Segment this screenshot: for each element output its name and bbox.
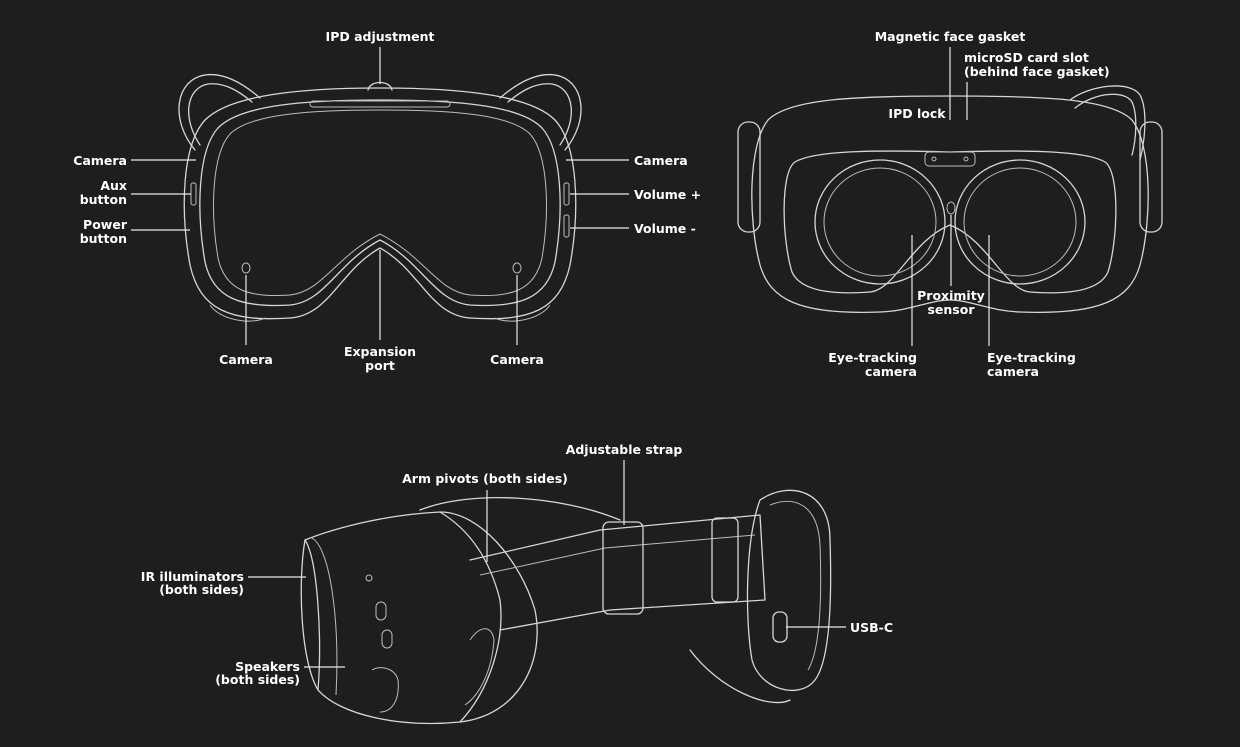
label-camera-right-side: Camera [634,153,688,168]
label-line: Eye-tracking [987,350,1076,365]
label-line: button [80,231,127,246]
back-view-drawing [737,85,1163,314]
label-microsd-slot: microSD card slot(behind face gasket) [964,50,1110,79]
label-line: sensor [927,302,975,317]
label-line: Expansion [344,344,416,359]
label-line: Power [83,217,128,232]
front-view-drawing [178,73,582,322]
label-line: (both sides) [159,582,244,597]
label-ir-illuminators: IR illuminators(both sides) [141,569,244,597]
label-line: Eye-tracking [828,350,917,365]
front-view-leaders [131,47,629,345]
label-ipd-adjustment: IPD adjustment [326,29,435,44]
label-speakers: Speakers(both sides) [215,659,300,687]
label-usb-c: USB-C [850,620,893,635]
side-view-drawing [300,489,832,725]
label-adjustable-strap: Adjustable strap [566,442,683,457]
label-camera-bottom-left: Camera [219,352,273,367]
label-line: camera [865,364,917,379]
label-line: (both sides) [215,672,300,687]
label-camera-bottom-right: Camera [490,352,544,367]
label-volume-up: Volume + [634,187,701,202]
label-line: port [365,358,395,373]
back-view-leaders [911,47,990,346]
label-line: button [80,192,127,207]
label-line: IR illuminators [141,569,244,584]
label-magnetic-face-gasket: Magnetic face gasket [875,29,1026,44]
label-ipd-lock: IPD lock [888,106,946,121]
label-line: Proximity [917,288,985,303]
label-line: (behind face gasket) [964,64,1110,79]
label-line: Aux [100,178,127,193]
label-line: Speakers [235,659,300,674]
label-arm-pivots: Arm pivots (both sides) [402,471,568,486]
label-volume-down: Volume - [634,221,696,236]
side-view-leaders [248,460,846,668]
label-line: camera [987,364,1039,379]
label-line: microSD card slot [964,50,1089,65]
label-camera-left-side: Camera [73,153,127,168]
